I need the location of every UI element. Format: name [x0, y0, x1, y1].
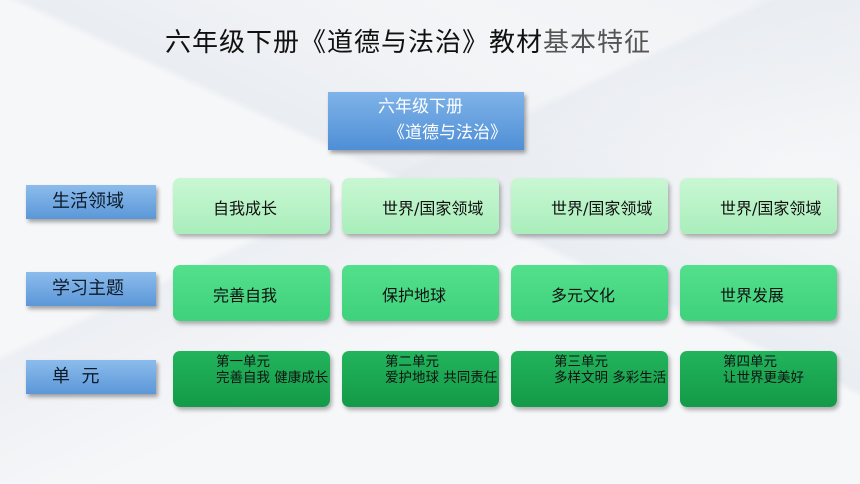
unit-card-1: 第一单元 完善自我 健康成长 [173, 351, 330, 407]
unit-card-3-title: 第三单元 [554, 354, 608, 370]
life-card-3: 世界/国家领域 [511, 178, 668, 234]
theme-card-3: 多元文化 [511, 265, 668, 321]
unit-card-2: 第二单元 爱护地球 共同责任 [342, 351, 499, 407]
life-card-2-text: 世界/国家领域 [382, 199, 484, 218]
row-label-life-domain: 生活领域 [26, 185, 156, 219]
unit-card-2-title: 第二单元 [385, 354, 439, 370]
life-card-1: 自我成长 [173, 178, 330, 234]
theme-card-1-text: 完善自我 [213, 286, 278, 305]
life-card-2: 世界/国家领域 [342, 178, 499, 234]
life-card-3-text: 世界/国家领域 [551, 199, 653, 218]
life-card-1-text: 自我成长 [213, 199, 278, 218]
page-title: 六年级下册《道德与法治》教材基本特征 [165, 22, 651, 59]
title-main: 六年级下册《道德与法治》教材 [165, 28, 544, 58]
unit-card-3-desc: 多样文明 多彩生活 [554, 370, 667, 386]
theme-card-2: 保护地球 [342, 265, 499, 321]
row-label-learning-theme: 学习主题 [26, 272, 156, 306]
unit-card-3: 第三单元 多样文明 多彩生活 [511, 351, 668, 407]
title-accent: 基本特征 [543, 28, 652, 58]
root-line2: 《道德与法治》 [388, 123, 507, 143]
root-node: 六年级下册 《道德与法治》 [328, 92, 524, 150]
theme-card-2-text: 保护地球 [382, 286, 447, 305]
life-card-4: 世界/国家领域 [680, 178, 837, 234]
theme-card-3-text: 多元文化 [551, 286, 616, 305]
unit-card-1-title: 第一单元 [216, 354, 270, 370]
unit-card-4-desc: 让世界更美好 [723, 370, 804, 386]
theme-card-4: 世界发展 [680, 265, 837, 321]
theme-card-4-text: 世界发展 [720, 286, 785, 305]
unit-card-4: 第四单元 让世界更美好 [680, 351, 837, 407]
root-line1: 六年级下册 [378, 97, 463, 117]
unit-card-1-desc: 完善自我 健康成长 [216, 370, 329, 386]
unit-card-4-title: 第四单元 [723, 354, 777, 370]
theme-card-1: 完善自我 [173, 265, 330, 321]
unit-card-2-desc: 爱护地球 共同责任 [385, 370, 498, 386]
life-card-4-text: 世界/国家领域 [720, 199, 822, 218]
row-label-unit: 单 元 [26, 360, 156, 394]
